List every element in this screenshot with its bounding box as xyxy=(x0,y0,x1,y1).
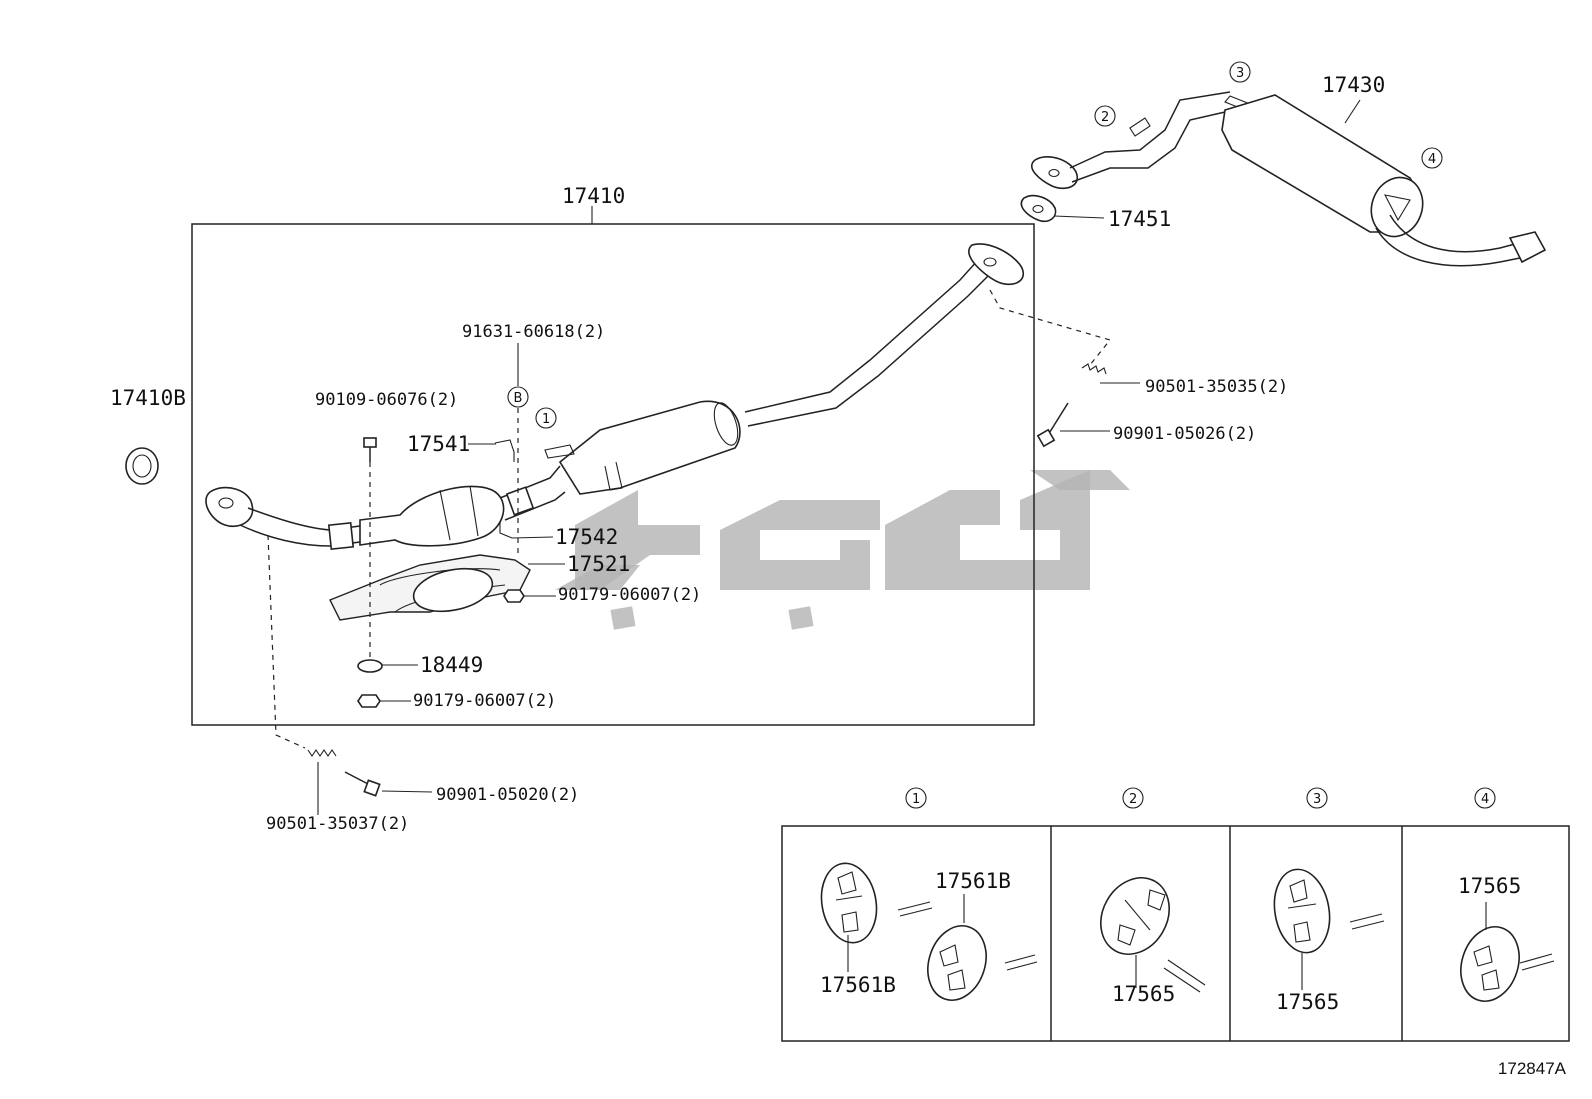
label-17542: 17542 xyxy=(555,525,618,549)
label-90901-b: 90901-05020(2) xyxy=(436,785,579,805)
label-17541: 17541 xyxy=(407,432,470,456)
label-90179-b: 90179-06007(2) xyxy=(413,691,556,711)
marker-2-text: 2 xyxy=(1101,110,1109,125)
spring-bolt-lower xyxy=(307,749,433,815)
gasket-17410B: 17410B xyxy=(110,386,186,485)
hanger-title-3: 3 xyxy=(1313,792,1321,807)
front-pipe-converter xyxy=(205,243,1025,550)
label-90901-a: 90901-05026(2) xyxy=(1113,424,1256,444)
hanger-title-4: 4 xyxy=(1481,792,1489,807)
dash-connectors xyxy=(267,289,1112,749)
rear-muffler-17430: 17430 xyxy=(1030,73,1547,267)
marker-4-text: 4 xyxy=(1428,152,1436,167)
hanger-label-1b: 17561B xyxy=(935,869,1011,893)
label-90109: 90109-06076(2) xyxy=(315,390,458,410)
hanger-label-4: 17565 xyxy=(1458,874,1521,898)
hanger-label-3: 17565 xyxy=(1276,990,1339,1014)
hanger-panel-3: 17565 xyxy=(1273,868,1385,1014)
marker-B xyxy=(507,386,529,408)
hanger-label-1a: 17561B xyxy=(820,973,896,997)
watermark-logo xyxy=(555,470,1130,630)
location-markers: 1 2 3 4 xyxy=(535,61,1443,429)
marker-3-text: 3 xyxy=(1236,66,1244,81)
heat-insulator-17521 xyxy=(329,554,531,621)
label-17410: 17410 xyxy=(562,184,625,208)
label-90501-a: 90501-35035(2) xyxy=(1145,377,1288,397)
hanger-panels: 1 2 3 4 xyxy=(781,787,1570,1042)
marker-1-text: 1 xyxy=(542,412,550,427)
hanger-panel-4: 17565 xyxy=(1458,874,1555,1002)
label-90179-a: 90179-06007(2) xyxy=(558,585,701,605)
label-17451: 17451 xyxy=(1108,207,1171,231)
marker-B-text: B xyxy=(514,391,523,406)
hanger-panel-2: 17565 xyxy=(1100,877,1206,1006)
hanger-label-2: 17565 xyxy=(1112,982,1175,1006)
label-17410B: 17410B xyxy=(110,386,186,410)
part-labels: 91631-60618(2) B 90109-06076(2) 17541 17… xyxy=(266,322,1288,834)
small-parts xyxy=(357,343,525,708)
diagram-reference-code: 172847A xyxy=(1497,1059,1566,1078)
label-91631: 91631-60618(2) xyxy=(462,322,605,342)
label-90501-b: 90501-35037(2) xyxy=(266,814,409,834)
assembly-box-17410: 17410 xyxy=(191,184,1035,726)
hanger-panel-1: 17561B 17561B xyxy=(820,862,1038,1001)
label-18449: 18449 xyxy=(420,653,483,677)
hanger-title-1: 1 xyxy=(912,792,920,807)
spring-bolt-right xyxy=(1036,363,1140,448)
label-17521: 17521 xyxy=(567,552,630,576)
gasket-17451: 17451 xyxy=(1020,194,1171,231)
hanger-title-2: 2 xyxy=(1129,792,1137,807)
label-17430: 17430 xyxy=(1322,73,1385,97)
